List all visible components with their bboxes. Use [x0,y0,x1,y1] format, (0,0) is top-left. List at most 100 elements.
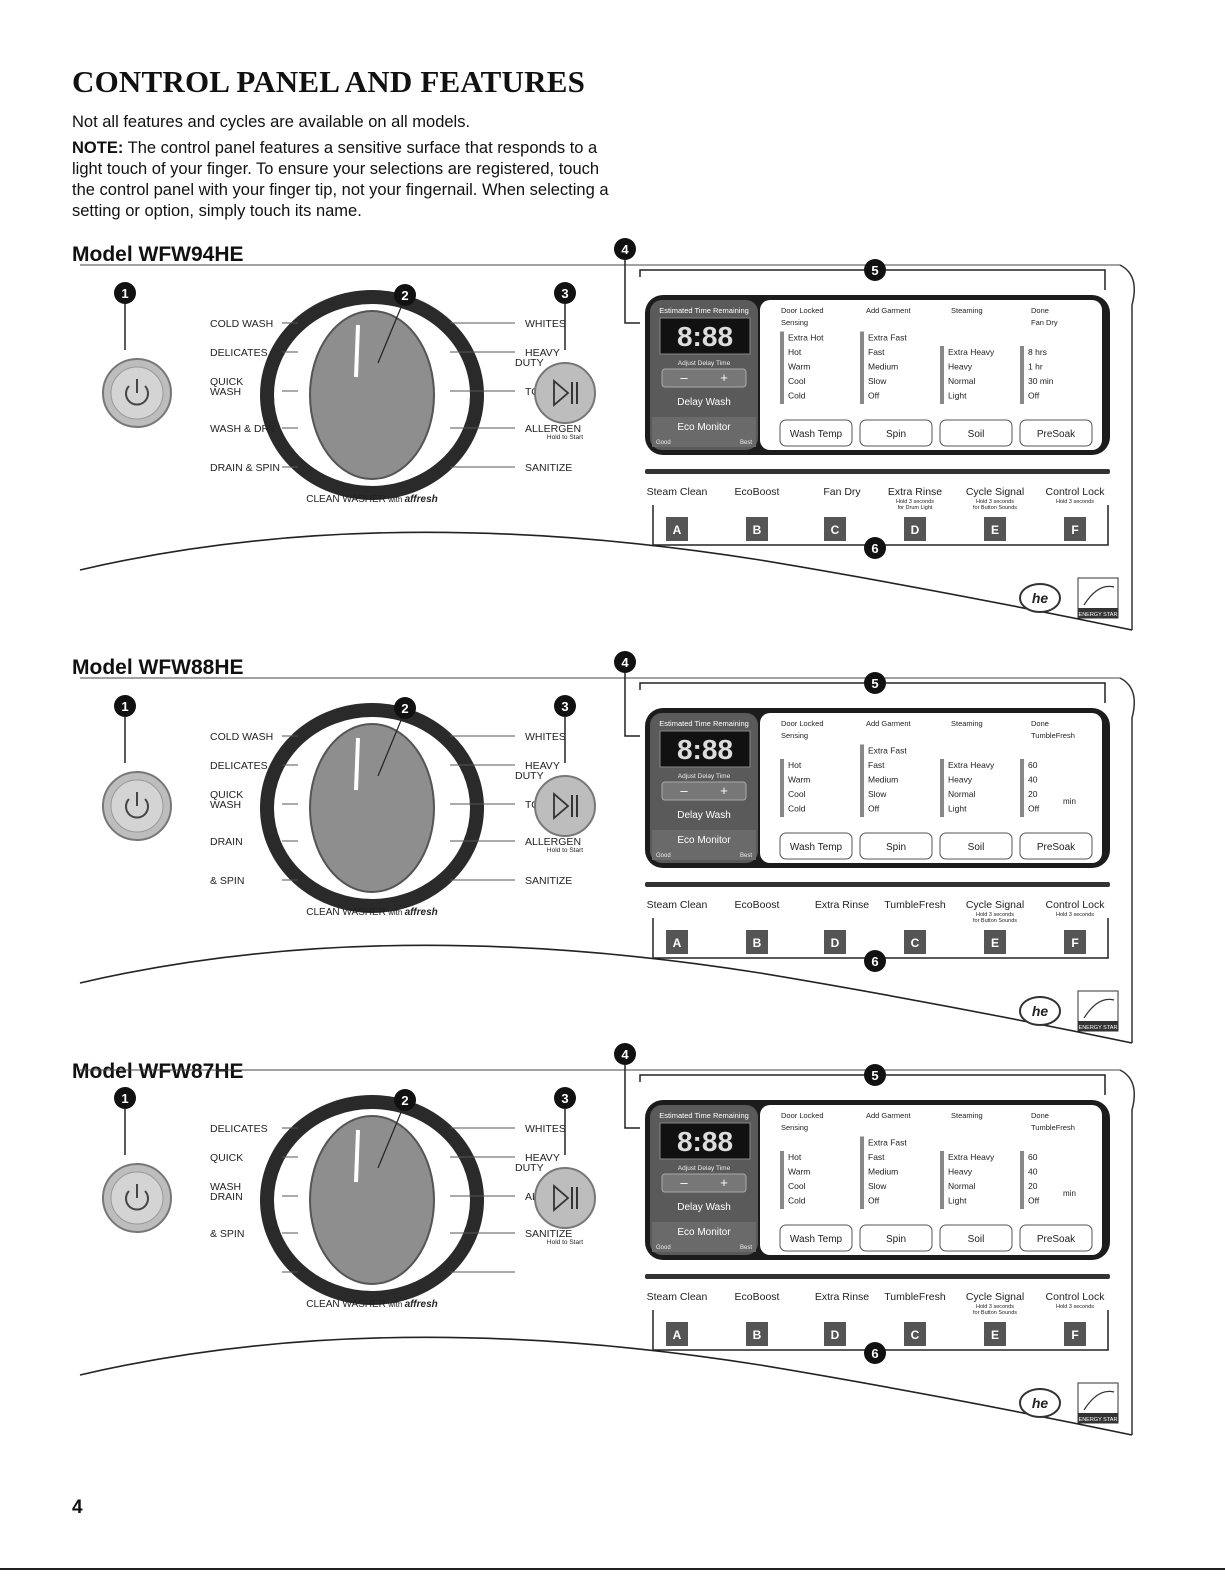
eco-good-label: Good [656,1245,671,1251]
dial-right-label: DUTY [515,357,544,369]
affresh-text: affresh [405,1299,438,1310]
eco-best-label: Best [740,440,752,446]
option-note: for Button Sounds [973,918,1017,924]
housing-edge [1119,677,1135,1043]
option-label: EcoBoost [735,486,780,498]
digital-display [659,730,751,768]
setting-option-soil: Extra Heavy [948,760,995,770]
with-text: with [386,908,405,917]
digital-display-value: 8:88 [677,734,733,765]
settings-area [760,300,1102,450]
option-key-letter: D [831,936,840,950]
he-logo-text: he [1032,1003,1049,1019]
energy-star-text: ENERGY STAR [1079,1025,1118,1031]
cycle-dial-knob [309,1115,435,1285]
option-key-letter: A [673,1328,682,1342]
setting-option-spin: Slow [868,789,887,799]
note-text: The control panel features a sensitive s… [72,139,609,220]
energy-star-swoosh [1083,585,1115,606]
energy-star-swoosh [1083,1390,1115,1411]
dial-right-label: WHITES [525,318,566,330]
setting-option-temp: Extra Hot [788,333,824,343]
dial-right-label: HEAVY [525,347,560,359]
dial-pointer [354,1129,360,1183]
dial-right-label: SANITIZE [525,875,572,887]
selector-label: Soil [968,1234,985,1245]
callout-power-badge [114,1087,136,1109]
selector-label: Wash Temp [790,429,843,440]
digital-display-value: 8:88 [677,1126,733,1157]
setting-option-spin: Medium [868,1167,898,1177]
model-title-1: Model WFW88HE [72,656,244,679]
callout-options-badge [864,950,886,972]
estimated-time-label: Estimated Time Remaining [659,719,749,728]
dial-left-label: DELICATES [210,1123,268,1135]
selector-button [779,1224,853,1252]
option-label: Cycle Signal [966,899,1024,911]
housing-edge [1119,1069,1135,1435]
dial-right-label: WHITES [525,1123,566,1135]
setting-option-presoak: 1 hr [1028,362,1043,372]
setting-option-temp: Hot [788,347,802,357]
dial-pointer [354,324,360,378]
status-light-label: Sensing [781,1123,808,1132]
adjust-delay-label: Adjust Delay Time [678,773,731,780]
delay-plus-label: + [720,783,728,798]
option-note: Hold 3 seconds [976,912,1014,918]
selector-label: Wash Temp [790,842,843,853]
option-key [904,1322,926,1346]
setting-option-spin: Off [868,1196,880,1206]
he-logo [1019,583,1061,613]
callout-2-line [377,717,403,777]
he-logo [1019,996,1061,1026]
status-light-label: Done [1031,1111,1049,1120]
callout-power-badge [114,282,136,304]
setting-option-spin: Medium [868,362,898,372]
status-light-label: Steaming [951,719,983,728]
setting-option-soil: Heavy [948,362,973,372]
dial-right-label: ALLERGEN [525,423,581,435]
option-key [1064,517,1086,541]
hold-to-start-label: Hold to Start [547,847,583,854]
callout-dial-number: 2 [401,701,408,716]
callout-options-badge [864,537,886,559]
setting-level-bar [780,759,784,817]
callout-5-bracket [639,1074,1106,1095]
option-key [746,517,768,541]
control-panel-figure-0: 1NORMAL2COLD WASHDELICATESQUICKWASHWASH … [79,238,1135,631]
setting-level-bar [1020,346,1024,404]
status-light-label: Door Locked [781,1111,824,1120]
callout-dial-badge [394,1089,416,1111]
callout-start-badge [554,1087,576,1109]
option-key-letter: E [991,523,999,537]
bottom-rule [0,1568,1225,1570]
setting-option-temp: Cool [788,1181,806,1191]
presoak-min-label: min [1063,1189,1076,1198]
option-key [984,517,1006,541]
option-key-letter: C [911,1328,920,1342]
option-key-letter: E [991,1328,999,1342]
callout-options-number: 6 [871,1346,878,1361]
delay-wash-label: Delay Wash [677,1202,731,1213]
option-key-letter: A [673,523,682,537]
clean-washer-text: CLEAN WASHER [306,494,386,505]
setting-option-spin: Slow [868,376,887,386]
eco-good-label: Good [656,853,671,859]
option-key-letter: D [831,1328,840,1342]
selector-button [779,419,853,447]
adjust-delay-label: Adjust Delay Time [678,1165,731,1172]
option-key [984,1322,1006,1346]
callout-display-number: 4 [621,242,629,257]
housing-curve [79,1336,1133,1436]
dial-left-label: DELICATES [210,347,268,359]
eco-monitor-label: Eco Monitor [677,1227,731,1238]
option-key [666,1322,688,1346]
dial-left-label: DELICATES [210,760,268,772]
option-note: for Button Sounds [973,1310,1017,1316]
setting-option-temp: Hot [788,760,802,770]
selector-label: Spin [886,842,906,853]
setting-option-spin: Fast [868,1152,885,1162]
presoak-min-label: min [1063,797,1076,806]
option-label: Control Lock [1046,1291,1106,1303]
status-light-label: Steaming [951,1111,983,1120]
